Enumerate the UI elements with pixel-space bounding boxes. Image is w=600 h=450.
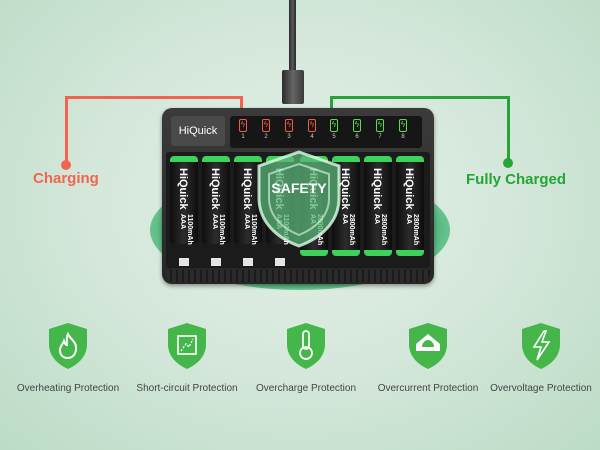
feature-short-circuit: Short-circuit Protection [122, 322, 252, 394]
dome-icon [409, 323, 447, 369]
full-callout-line [507, 96, 510, 162]
battery-charging-icon: ϟ [308, 119, 316, 132]
slot-contact [179, 258, 189, 266]
feature-overcurrent: Overcurrent Protection [363, 322, 493, 394]
usb-plug [282, 70, 304, 104]
thermometer-icon [287, 323, 325, 369]
charging-callout-dot [61, 160, 71, 170]
slot-contact [211, 258, 221, 266]
battery-full-icon: ϟ [399, 119, 407, 132]
safety-badge-text: SAFETY [271, 180, 327, 196]
feature-overcharge: Overcharge Protection [241, 322, 371, 394]
charging-callout-line [65, 96, 68, 164]
charger-base [166, 270, 430, 282]
fully-charged-label: Fully Charged [466, 171, 567, 188]
battery-full-icon: ϟ [330, 119, 338, 132]
full-callout-dot [503, 158, 513, 168]
charging-callout-line [65, 96, 243, 99]
feature-overvoltage: Overvoltage Protection [476, 322, 600, 394]
battery-charging-icon: ϟ [239, 119, 247, 132]
feature-overheating: Overheating Protection [3, 322, 133, 394]
lightning-icon [522, 323, 560, 369]
safety-shield-icon [257, 150, 341, 248]
usb-cable [289, 0, 296, 72]
battery-full-icon: ϟ [353, 119, 361, 132]
slot-contact [243, 258, 253, 266]
flame-icon [49, 323, 87, 369]
battery-charging-icon: ϟ [262, 119, 270, 132]
full-callout-line [330, 96, 510, 99]
charging-label: Charging [33, 170, 99, 187]
charger-brand: HiQuick [171, 116, 225, 146]
battery-charging-icon: ϟ [285, 119, 293, 132]
battery-full-icon: ϟ [376, 119, 384, 132]
slot-contact [275, 258, 285, 266]
circuit-icon [168, 323, 206, 369]
